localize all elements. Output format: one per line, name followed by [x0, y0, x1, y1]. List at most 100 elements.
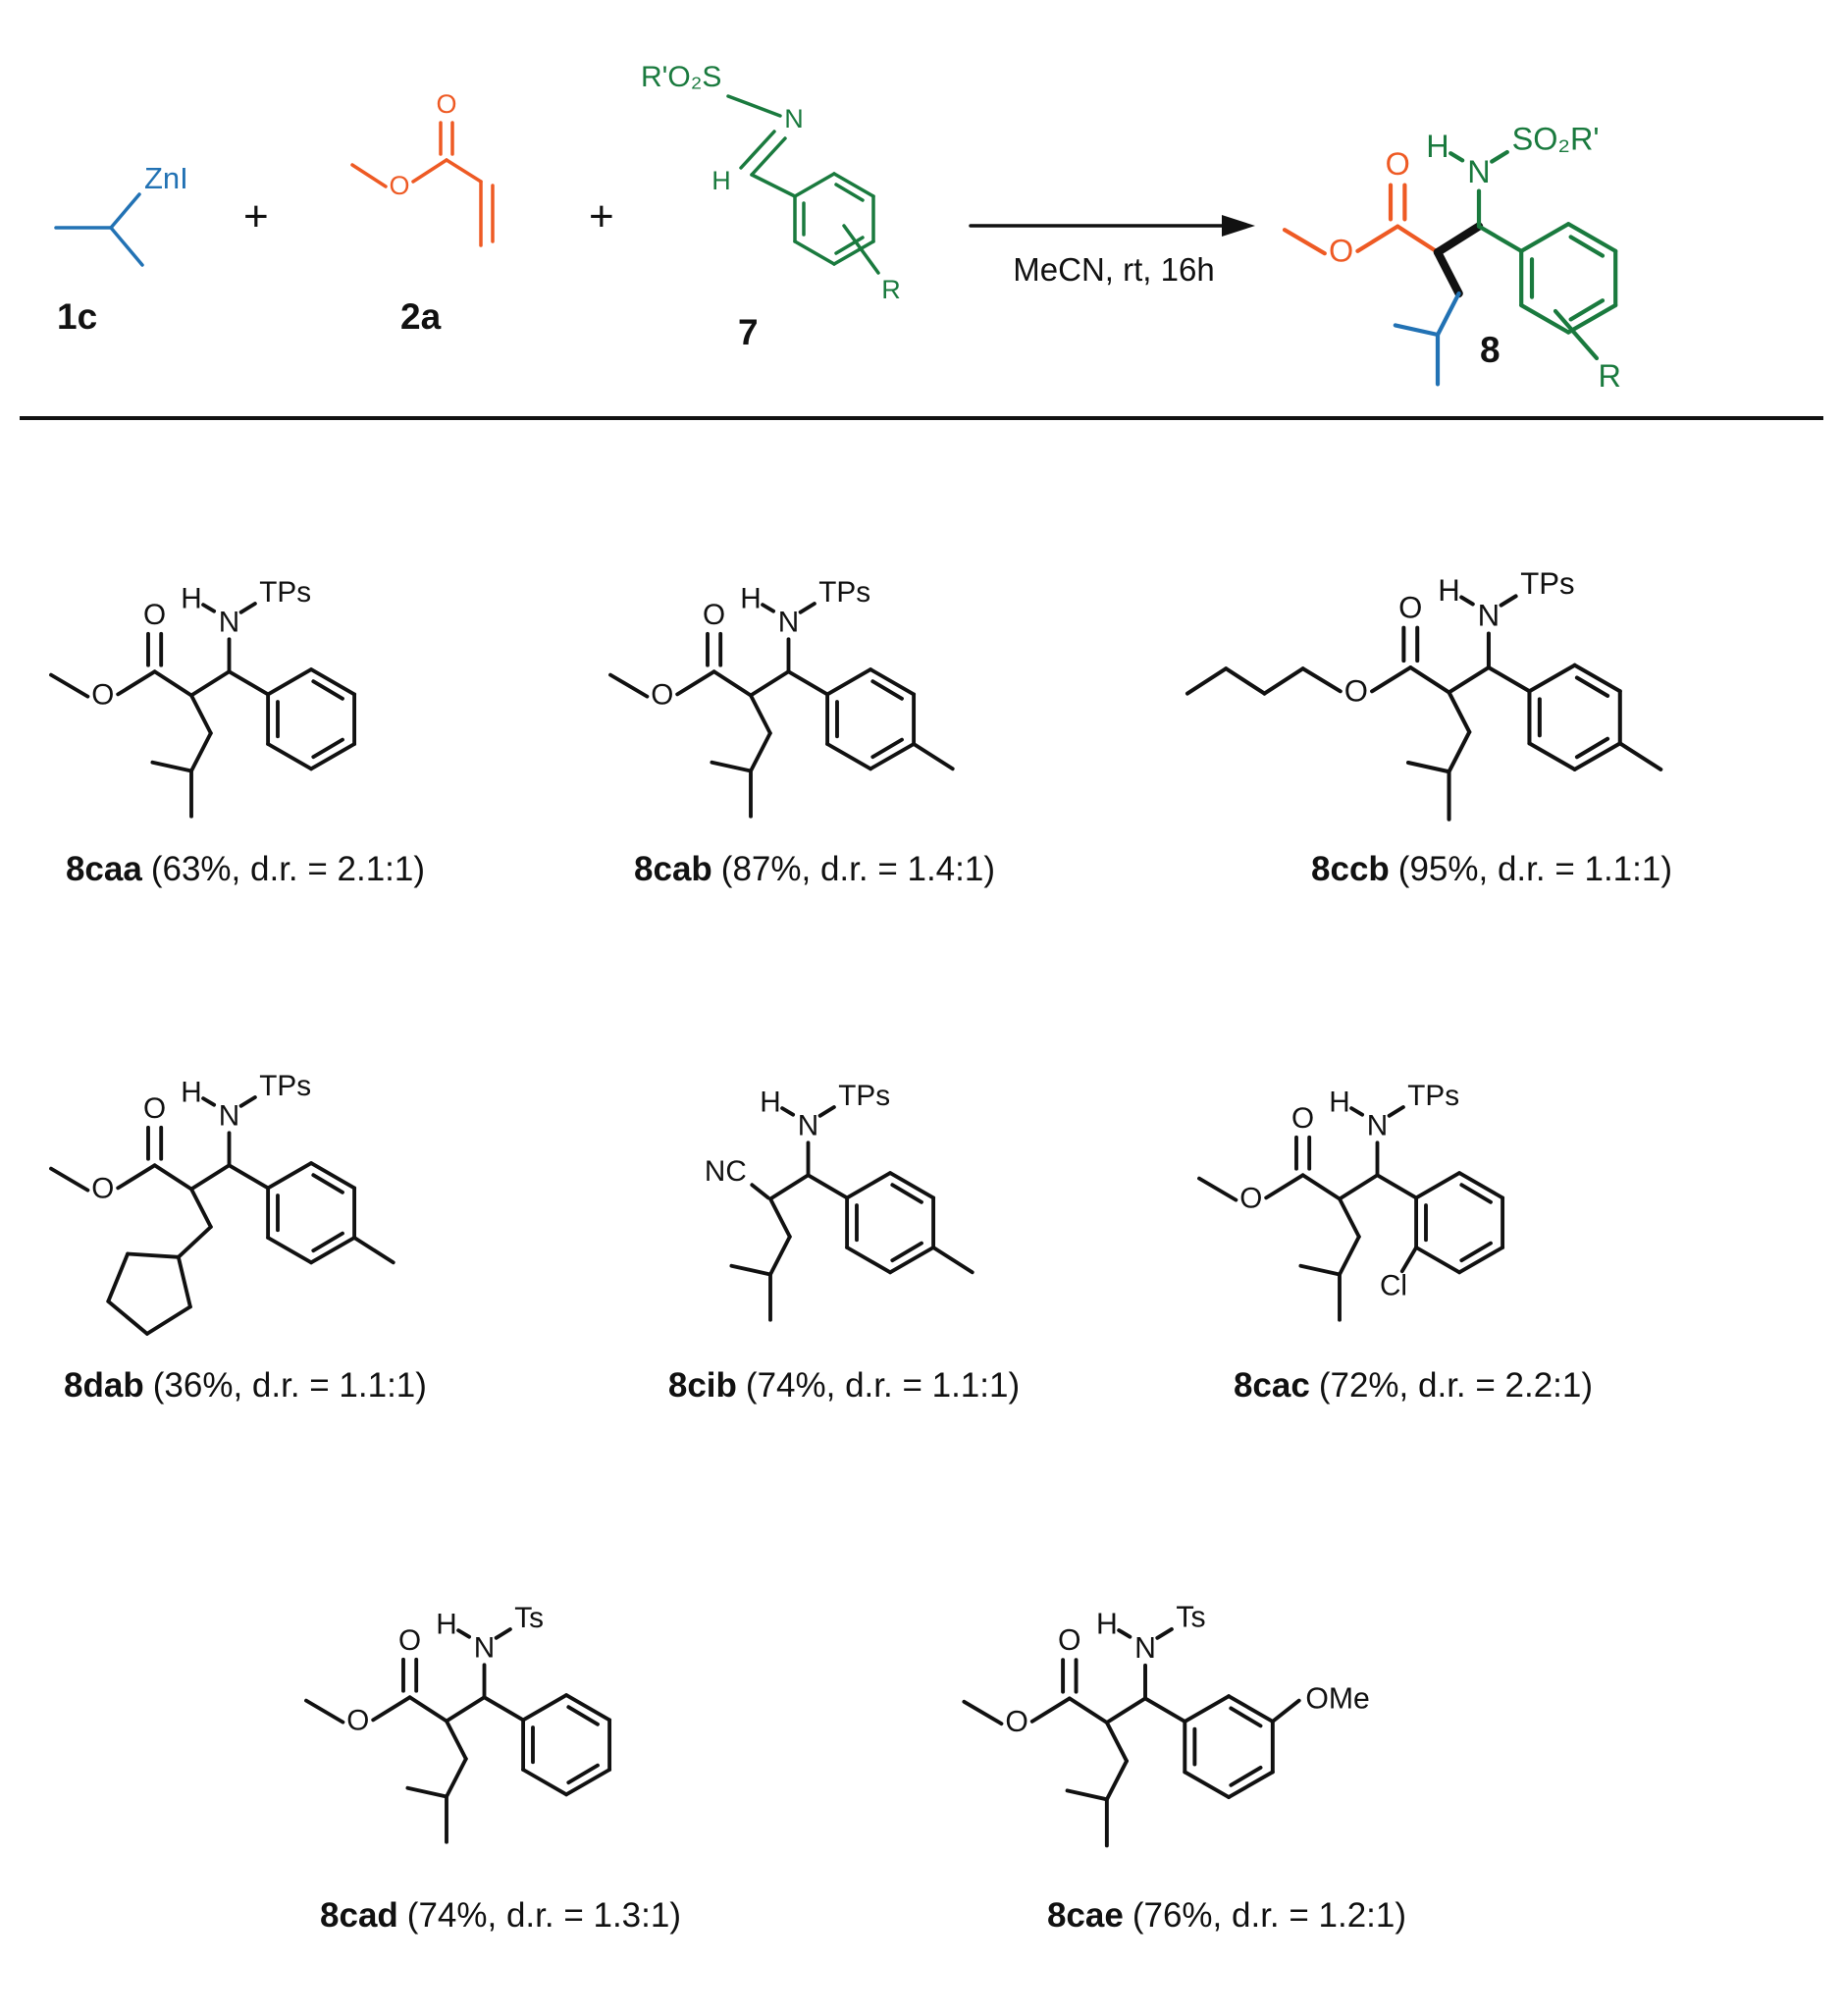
fragment-nh-tps [179, 1067, 314, 1192]
section-divider [20, 416, 1823, 420]
structure-8cac [1197, 1077, 1505, 1322]
arrow-head [1222, 215, 1255, 237]
fragment-butyl-ester [1187, 590, 1449, 708]
fragment-isobutyl [710, 693, 772, 819]
reaction-arrow [969, 215, 1255, 237]
variable-r-label: R [881, 275, 901, 304]
fragment-methoxyphenyl [1143, 1694, 1275, 1800]
fragment-nh-tps [1438, 566, 1574, 692]
structure-reagent-2a: O O [350, 89, 495, 247]
structure-8cib [702, 1077, 974, 1322]
fragment-methyl-ester [962, 1622, 1109, 1740]
atom-label-h: H [1426, 129, 1448, 164]
variable-r-label: R [1598, 358, 1620, 394]
fragment-nh-tps [738, 573, 873, 698]
structure-bonds [962, 1599, 1372, 1848]
znl-label: ZnI [144, 161, 188, 195]
product-yield: (87%, d.r. = 1.4:1) [720, 850, 995, 888]
fragment-chlorophenyl [1375, 1171, 1505, 1275]
fragment-tolyl-methyl [1620, 743, 1661, 769]
structure-8cae [962, 1599, 1372, 1848]
structure-bonds [1187, 566, 1660, 820]
reagent-2a-label: 2a [400, 296, 442, 337]
product-id: 8cad [320, 1896, 398, 1935]
atom-label-o: O [389, 171, 409, 200]
fragment-cyclopentylmethyl [106, 1187, 213, 1336]
fragment-phenyl [227, 667, 357, 771]
fragment-nh-ts [1093, 1599, 1208, 1724]
fragment-tolyl [786, 667, 917, 771]
arrow-shapes [969, 215, 1255, 237]
product-8-new-bonds [1433, 222, 1484, 298]
product-id: 8cab [634, 850, 712, 888]
plus-sign: + [589, 192, 614, 240]
fragment-methoxy [1270, 1680, 1372, 1724]
product-yield: (76%, d.r. = 1.2:1) [1132, 1896, 1407, 1935]
fragment-nh-ts [434, 1599, 546, 1724]
sulfonyl-group-label: SO₂R' [1512, 122, 1600, 157]
product-id: 8cae [1046, 1896, 1124, 1935]
atom-label-n: N [1467, 154, 1490, 189]
product-yield: (74%, d.r. = 1.1:1) [745, 1366, 1021, 1405]
product-caption-8cac: 8cac(72%, d.r. = 2.2:1) [1178, 1366, 1649, 1406]
fragment-isobutyl [405, 1719, 468, 1844]
product-caption-8ccb: 8ccb(95%, d.r. = 1.1:1) [1217, 850, 1766, 889]
structure-8dab [49, 1067, 395, 1336]
fragment-nh-tps [758, 1077, 893, 1201]
atom-label-n: N [784, 104, 804, 133]
product-yield: (72%, d.r. = 2.2:1) [1318, 1366, 1594, 1405]
structure-reagent-7: R'O₂S N H R [641, 61, 901, 304]
structure-bonds [702, 1077, 974, 1322]
fragment-methyl-ester [49, 596, 193, 714]
fragment-methyl-ester [304, 1621, 448, 1739]
sulfonyl-group-label: R'O₂S [641, 61, 721, 93]
product-id: 8caa [65, 850, 142, 888]
fragment-methyl-ester [49, 1089, 193, 1207]
product-8-isopropyl-fragment [1393, 291, 1461, 387]
reaction-conditions: MeCN, rt, 16h [1013, 251, 1215, 288]
fragment-isobutyl [1065, 1721, 1129, 1848]
structure-8caa [49, 573, 357, 819]
fragment-phenyl [482, 1693, 612, 1797]
fragment-nh-tps [179, 573, 314, 698]
atom-label-h: H [711, 166, 731, 195]
product-id: 8cib [667, 1366, 737, 1405]
fragment-tolyl [806, 1171, 936, 1275]
product-8-label: 8 [1480, 330, 1501, 370]
product-8-amine-aryl-fragment: N H SO₂R' R [1426, 122, 1621, 394]
product-id: 8dab [64, 1366, 144, 1405]
product-caption-8cad: 8cad(74%, d.r. = 1.3:1) [265, 1896, 736, 1936]
product-yield: (63%, d.r. = 2.1:1) [150, 850, 426, 888]
fragment-tolyl-methyl [352, 1236, 395, 1265]
fragment-isobutyl [150, 693, 213, 819]
fragment-methyl-ester [1197, 1099, 1342, 1217]
product-caption-8cae: 8cae(76%, d.r. = 1.2:1) [981, 1896, 1472, 1936]
structure-bonds [49, 573, 357, 819]
reagent-1c-label: 1c [57, 296, 98, 337]
product-id: 8ccb [1311, 850, 1390, 888]
structure-bonds [304, 1599, 612, 1844]
product-id: 8cac [1233, 1366, 1310, 1405]
fragment-methyl-ester [608, 596, 753, 714]
structure-product-8: N H SO₂R' R [1261, 122, 1621, 394]
fragment-tolyl-methyl [931, 1246, 974, 1275]
atom-label-o: O [436, 89, 456, 119]
reagent-2a-bonds: O O [350, 89, 495, 247]
product-yield: (36%, d.r. = 1.1:1) [152, 1366, 427, 1405]
product-yield: (95%, d.r. = 1.1:1) [1397, 850, 1672, 888]
product-caption-8cab: 8cab(87%, d.r. = 1.4:1) [569, 850, 1060, 889]
fragment-tolyl [1489, 665, 1620, 769]
reagent-1c-bonds: ZnI [54, 161, 188, 267]
structure-8cad [304, 1599, 612, 1844]
structure-bonds [608, 573, 955, 819]
reagent-7-label: 7 [738, 312, 759, 352]
fragment-isobutyl [729, 1196, 792, 1322]
product-caption-8caa: 8caa(63%, d.r. = 2.1:1) [10, 850, 481, 889]
product-caption-8dab: 8dab(36%, d.r. = 1.1:1) [10, 1366, 481, 1406]
aryl-ring [1479, 224, 1615, 332]
fragment-isobutyl [1408, 692, 1469, 819]
fragment-isobutyl [1298, 1196, 1361, 1322]
structure-reagent-1c: ZnI [54, 161, 188, 267]
product-yield: (74%, d.r. = 1.3:1) [406, 1896, 681, 1935]
